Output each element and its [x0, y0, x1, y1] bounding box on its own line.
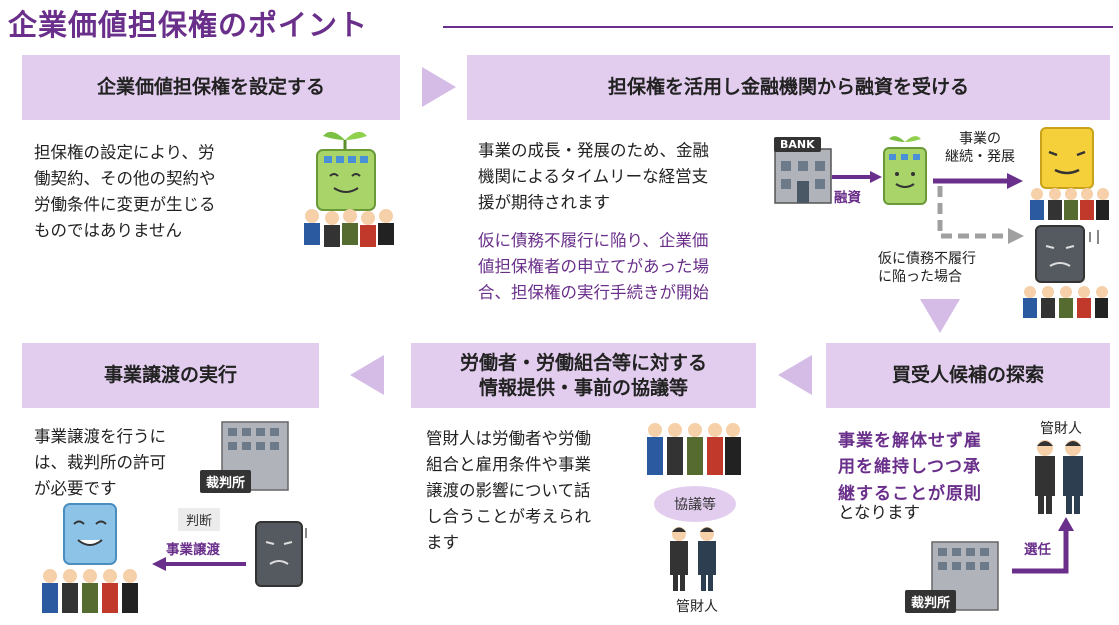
step2-purple-line: 値担保権者の申立てがあった場 — [478, 257, 709, 277]
step3-header: 買受人候補の探索 — [826, 343, 1110, 408]
step5-court-sign: 裁判所 — [200, 470, 252, 493]
step2-body-line: 援が期待されます — [478, 193, 610, 213]
trustee-pair-icon-2 — [670, 527, 716, 591]
default-dashed-arrow — [937, 186, 1024, 244]
default-label: 仮に債務不履行 に陥った場合 — [878, 250, 976, 286]
step2-body-line: 機関によるタイムリーな経営支 — [478, 167, 709, 187]
court-building-icon — [931, 541, 999, 611]
step5-body: 事業譲渡を行うに は、裁判所の許可 が必要です — [34, 424, 214, 502]
step3-court-sign: 裁判所 — [905, 590, 957, 613]
step5-body-line: が必要です — [34, 479, 117, 499]
workers-group-icon — [647, 423, 741, 475]
step5-body-line: は、裁判所の許可 — [34, 453, 166, 473]
bank-sign: BANK — [774, 137, 821, 152]
transfer-arrow — [152, 557, 246, 571]
step5-body-line: 事業譲渡を行うに — [34, 427, 166, 446]
thriving-company-icon — [1030, 127, 1109, 220]
default-label-line: に陥った場合 — [878, 269, 962, 286]
flow-arrow-down-icon — [920, 299, 960, 333]
growth-label-line: 継続・発展 — [945, 149, 1015, 166]
step4-trustee-label: 管財人 — [676, 599, 718, 615]
step1-body-line: 労働条件に変更が生じる — [34, 195, 216, 215]
struggling-company-icon-2 — [255, 521, 307, 587]
struggling-company-icon — [1023, 225, 1108, 318]
step5-header: 事業譲渡の実行 — [22, 343, 319, 408]
title-rule — [443, 26, 1113, 28]
step1-body-line: 担保権の設定により、労 — [34, 143, 215, 162]
new-company-icon — [42, 503, 138, 613]
company-building-illustration — [304, 131, 394, 247]
growth-label-line: 事業の — [959, 131, 1001, 147]
default-label-line: 仮に債務不履行 — [878, 251, 976, 267]
flow-arrow-left-icon — [778, 355, 812, 395]
appoint-arrow — [1012, 517, 1074, 574]
growth-arrow — [933, 173, 1023, 189]
step4-body-line: し合うことが考えられ — [426, 507, 591, 527]
step2-purple-line: 仮に債務不履行に陥り、企業価 — [478, 231, 709, 250]
step4-body-line: ます — [426, 533, 459, 553]
step3-purple-line: 継することが原則 — [838, 483, 982, 504]
step4-body: 管財人は労働者や労働 組合と雇用条件や事業 譲渡の影響について話 し合うことが考… — [426, 426, 636, 556]
step4-body-line: 組合と雇用条件や事業 — [426, 455, 591, 475]
step4-header: 労働者・労働組合等に対する 情報提供・事前の協議等 — [411, 343, 756, 408]
step3-body-purple: 事業を解体せず雇 用を維持しつつ承 継することが原則 — [838, 428, 1028, 507]
step4-body-line: 譲渡の影響について話 — [426, 481, 591, 501]
step1-body-line: ものではありません — [34, 221, 183, 241]
step2-purple-line: 合、担保権の実行手続きが開始 — [478, 283, 709, 303]
consult-badge: 協議等 — [654, 486, 736, 522]
step2-body-purple: 仮に債務不履行に陥り、企業価 値担保権者の申立てがあった場 合、担保権の実行手続… — [478, 228, 768, 306]
step1-body: 担保権の設定により、労 働契約、その他の契約や 労働条件に変更が生じる ものでは… — [34, 140, 274, 244]
trustee-pair-icon — [1035, 440, 1083, 514]
step3-body-tail: となります — [838, 503, 921, 522]
step2-header: 担保権を活用し金融機関から融資を受ける — [467, 55, 1110, 120]
loan-arrow — [832, 171, 882, 183]
loan-label: 融資 — [834, 190, 861, 206]
appoint-label: 選任 — [1024, 542, 1051, 558]
flow-arrow-left-icon-2 — [350, 355, 384, 395]
transfer-label: 事業譲渡 — [166, 542, 220, 558]
bank-building-icon — [774, 148, 832, 204]
page-title: 企業価値担保権のポイント — [8, 8, 369, 42]
growth-label: 事業の 継続・発展 — [940, 130, 1020, 166]
step4-header-line: 情報提供・事前の協議等 — [478, 376, 688, 399]
step4-body-line: 管財人は労働者や労働 — [426, 429, 591, 448]
step2-body: 事業の成長・発展のため、金融 機関によるタイムリーな経営支 援が期待されます — [478, 138, 768, 216]
step3-trustee-label: 管財人 — [1040, 421, 1082, 437]
step4-header-line: 労働者・労働組合等に対する — [459, 351, 707, 374]
company-building-small-icon — [883, 136, 927, 205]
step1-header: 企業価値担保権を設定する — [22, 55, 400, 120]
step3-purple-line: 事業を解体せず雇 — [838, 431, 982, 451]
flow-arrow-right-icon — [422, 67, 456, 107]
step3-purple-line: 用を維持しつつ承 — [838, 457, 981, 478]
step1-body-line: 働契約、その他の契約や — [34, 169, 216, 189]
judge-label: 判断 — [178, 508, 221, 531]
step2-body-line: 事業の成長・発展のため、金融 — [478, 141, 709, 160]
workers-group — [304, 209, 394, 247]
